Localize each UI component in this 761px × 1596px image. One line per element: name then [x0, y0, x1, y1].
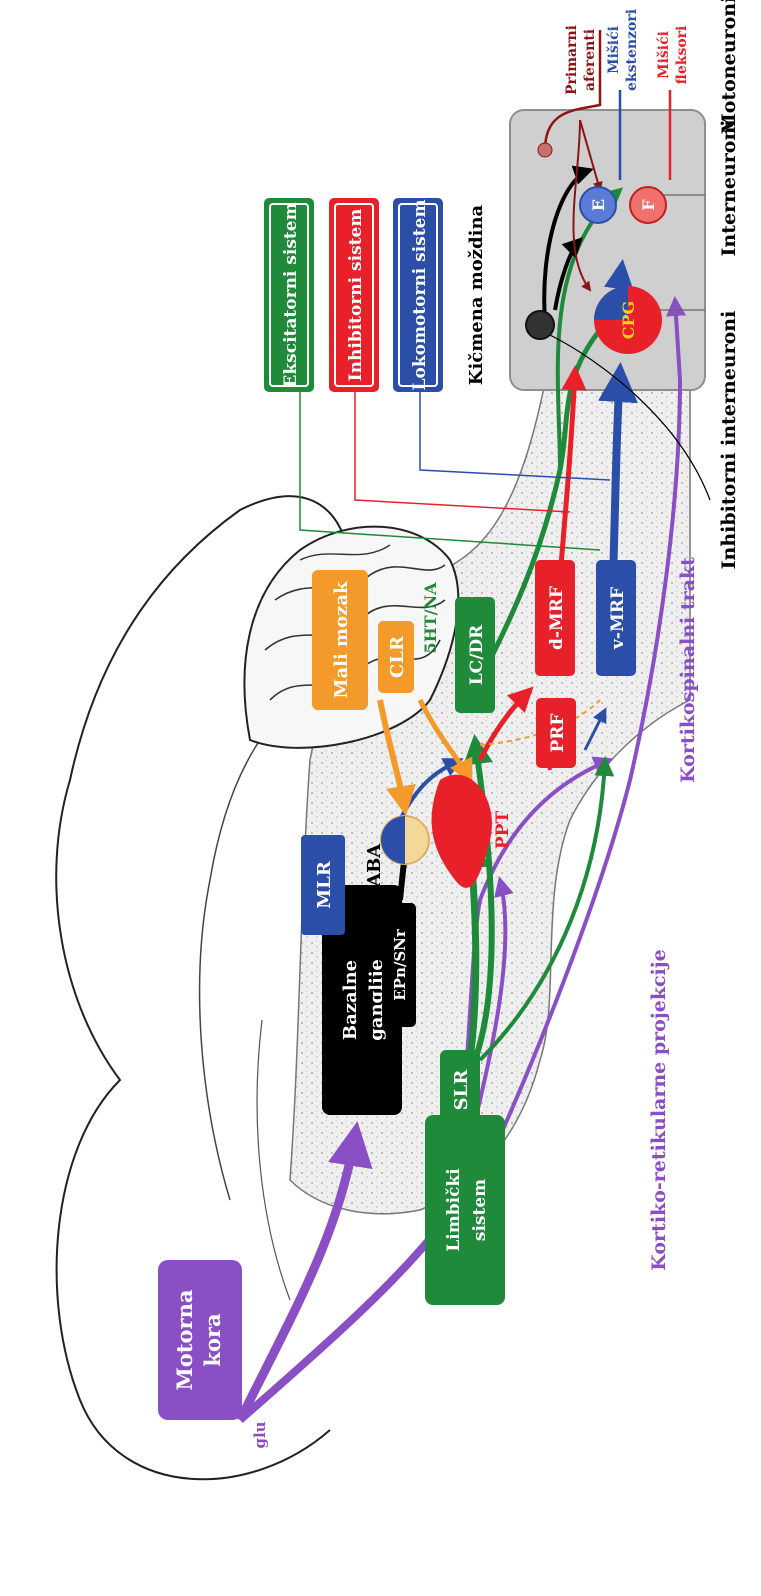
misici-ekstenzori-label: Mišići ekstenzori	[606, 9, 640, 91]
v-mrf-box: v-MRF	[596, 560, 636, 676]
glu-label: glu	[251, 1421, 269, 1448]
slr-box: SLR	[440, 1050, 480, 1130]
svg-text:aferenti: aferenti	[582, 29, 598, 91]
prf-label: PRF	[548, 714, 568, 753]
afferent-terminal	[538, 143, 552, 157]
ekscitatorni-sistem-box: Ekscitatorni sistem	[264, 198, 314, 392]
eksc-sistem-label: Ekscitatorni sistem	[281, 202, 301, 387]
epn-snr-label: EPn/SNr	[391, 928, 409, 1001]
cpg-label: CPG	[619, 301, 638, 339]
kicmena-mozdina-label: Kičmena moždina	[466, 204, 487, 385]
lc-dr-box: LC/DR	[455, 597, 495, 713]
lc-dr-label: LC/DR	[467, 624, 487, 685]
limbicki-sistem-box: Limbički sistem	[425, 1115, 505, 1305]
svg-text:ekstenzori: ekstenzori	[624, 9, 640, 91]
motorna-kora-line2: kora	[200, 1313, 225, 1367]
bazalne-line1: Bazalne	[340, 960, 361, 1040]
clr-label: CLR	[387, 635, 408, 678]
ht-na-label: 5HT/NA	[421, 582, 440, 654]
mali-mozak-box: Mali mozak	[312, 570, 368, 710]
slr-label: SLR	[451, 1069, 472, 1111]
kortikospinalni-label: Kortikospinalni trakt	[677, 557, 699, 783]
mlr-circle	[381, 816, 429, 864]
motorna-kora-box: Motorna kora	[158, 1260, 242, 1420]
cpg-neuron: CPG	[594, 286, 662, 354]
lokom-sistem-label: Lokomotorni sistem	[410, 200, 430, 391]
clr-box: CLR	[378, 621, 414, 693]
motoneuroni-label: Motoneuroni	[718, 0, 740, 134]
f-neuron: F	[630, 187, 666, 223]
primarni-aferenti-label: Primarni aferenti	[564, 25, 598, 95]
mlr-box: MLR	[301, 835, 345, 935]
ppt-label: PPT	[493, 811, 513, 850]
motorna-kora-line1: Motorna	[172, 1289, 197, 1390]
e-neuron: E	[580, 187, 616, 223]
mlr-label: MLR	[314, 860, 335, 909]
svg-text:fleksori: fleksori	[674, 26, 690, 85]
svg-text:Mišići: Mišići	[656, 31, 672, 79]
inhibitory-interneuron	[526, 311, 554, 339]
e-neuron-label: E	[589, 199, 608, 211]
mali-mozak-label: Mali mozak	[331, 581, 352, 698]
d-mrf-label: d-MRF	[547, 586, 567, 650]
v-mrf-label: v-MRF	[608, 587, 628, 650]
gaba-label: GABA	[364, 843, 385, 903]
svg-text:Mišići: Mišići	[606, 26, 622, 74]
kortiko-retikularne-label: Kortiko-retikularne projekcije	[648, 949, 670, 1270]
epn-snr-box: EPn/SNr	[382, 903, 416, 1027]
misici-fleksori-label: Mišići fleksori	[656, 26, 690, 85]
lokomotorni-sistem-box: Lokomotorni sistem	[393, 198, 443, 392]
svg-text:Primarni: Primarni	[564, 25, 580, 95]
limbicki-line1: Limbički	[444, 1168, 464, 1252]
interneuroni-label: Interneuroni	[718, 119, 740, 256]
inhib-interneuroni-label: Inhibitorni interneuroni	[718, 311, 740, 570]
f-neuron-label: F	[639, 199, 658, 211]
inhibitorni-sistem-box: Inhibitorni sistem	[329, 198, 379, 392]
inhib-sistem-label: Inhibitorni sistem	[346, 209, 366, 382]
d-mrf-box: d-MRF	[535, 560, 575, 676]
prf-box: PRF	[536, 698, 576, 768]
limbicki-line2: sistem	[470, 1179, 490, 1241]
